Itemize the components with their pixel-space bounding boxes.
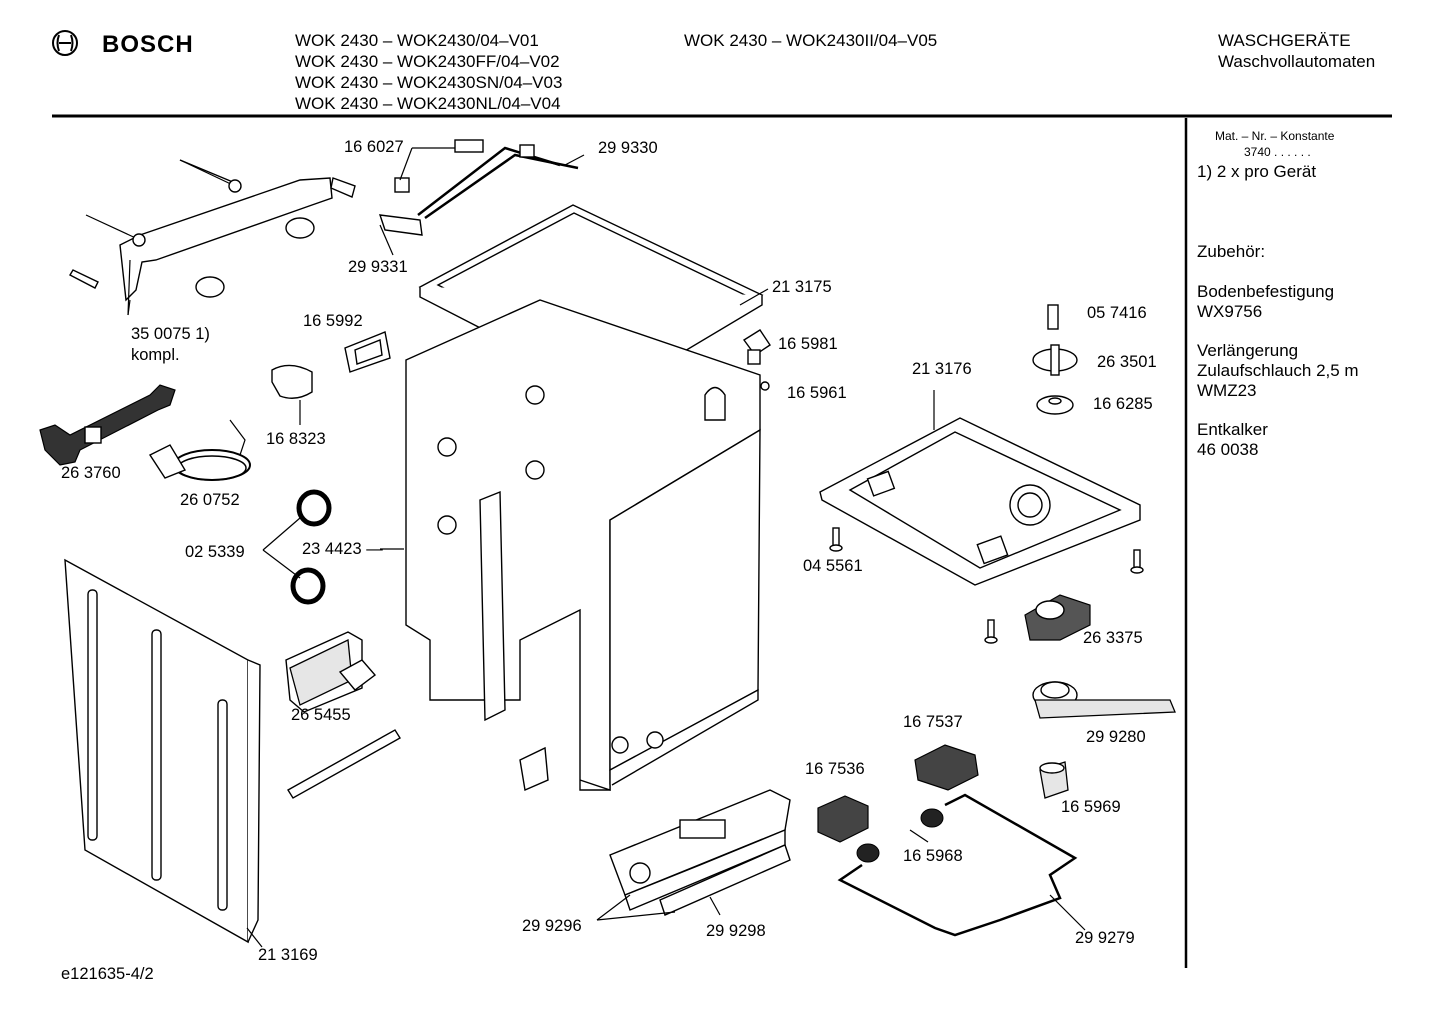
- part-label: 16 6285: [1093, 395, 1153, 413]
- model-list: WOK 2430 – WOK2430/04–V01 WOK 2430 – WOK…: [295, 30, 562, 114]
- bosch-logo-icon: [52, 30, 78, 56]
- part-label: 26 3760: [61, 464, 121, 482]
- brand-name: BOSCH: [102, 31, 194, 58]
- leader-lines: [127, 147, 1086, 948]
- hinge-parts: [378, 139, 579, 236]
- accessory-code: WX9756: [1197, 302, 1263, 321]
- accessory-code: WMZ23: [1197, 381, 1257, 400]
- wire-loop-part: [837, 793, 1078, 937]
- accessory-name-line2: Zulaufschlauch 2,5 m: [1197, 361, 1359, 380]
- part-label: 29 9280: [1086, 728, 1146, 746]
- relay-parts: [817, 744, 979, 843]
- model-line: WOK 2430 – WOK2430FF/04–V02: [295, 52, 560, 71]
- part-label: 16 8323: [266, 430, 326, 448]
- part-label: 29 9298: [706, 922, 766, 940]
- model-line: WOK 2430 – WOK2430SN/04–V03: [295, 73, 563, 92]
- accessory-item: Verlängerung Zulaufschlauch 2,5 m WMZ23: [1197, 341, 1359, 401]
- part-label: 26 0752: [180, 491, 240, 509]
- pump-housing-part: [285, 631, 377, 713]
- part-label: 04 5561: [803, 557, 863, 575]
- drain-housing-part: [1024, 594, 1091, 641]
- part-label: 16 5992: [303, 312, 363, 330]
- part-label: 16 5981: [778, 335, 838, 353]
- accessory-name: Bodenbefestigung: [1197, 282, 1335, 301]
- hinge-cover-part: [742, 329, 771, 391]
- part-label: 26 3501: [1097, 353, 1157, 371]
- part-label: kompl.: [131, 346, 180, 364]
- part-label: 26 3375: [1083, 629, 1143, 647]
- model-line-right: WOK 2430 – WOK2430II/04–V05: [684, 31, 938, 50]
- part-label: 16 5969: [1061, 798, 1121, 816]
- part-label: 23 4423 —: [302, 540, 383, 558]
- model-line: WOK 2430 – WOK2430NL/04–V04: [295, 94, 561, 113]
- accessory-item: Entkalker 46 0038: [1197, 420, 1268, 460]
- part-label: 05 7416: [1087, 304, 1147, 322]
- mat-nr-value: 3740 . . . . . .: [1244, 145, 1311, 159]
- part-label: 29 9330: [598, 139, 658, 157]
- accessory-name: Entkalker: [1197, 420, 1268, 439]
- part-label: 16 7536: [805, 760, 865, 778]
- part-label: 16 7537: [903, 713, 963, 731]
- foot-parts: [1032, 304, 1078, 415]
- part-label: 16 5968: [903, 847, 963, 865]
- document-id: e121635-4/2: [61, 965, 154, 983]
- part-label: 35 0075 1): [131, 325, 210, 343]
- accessory-name-line1: Verlängerung: [1197, 341, 1299, 360]
- part-label: 21 3175: [772, 278, 832, 296]
- part-label: 02 5339: [185, 543, 245, 561]
- part-label: 29 9296: [522, 917, 582, 935]
- part-label: 26 5455: [291, 706, 351, 724]
- strip-parts: [287, 729, 549, 799]
- screw-parts: [829, 527, 1144, 644]
- part-label: 29 9331: [348, 258, 408, 276]
- part-label: 21 3169: [258, 946, 318, 964]
- mat-nr-label: Mat. – Nr. – Konstante: [1215, 129, 1335, 143]
- accessory-item: Bodenbefestigung WX9756: [1197, 282, 1334, 322]
- pump-part: [1039, 761, 1069, 799]
- mounting-bracket-part: [69, 159, 356, 316]
- power-cable-part: [148, 419, 251, 481]
- model-line: WOK 2430 – WOK2430/04–V01: [295, 31, 539, 50]
- accessory-code: 46 0038: [1197, 440, 1259, 459]
- drain-hose-part: [1032, 681, 1176, 719]
- top-lid-part: [418, 204, 764, 396]
- part-label: 16 6027: [344, 138, 404, 156]
- base-frame-part: [819, 417, 1141, 586]
- part-label: 21 3176: [912, 360, 972, 378]
- part-label: 29 9279: [1075, 929, 1135, 947]
- back-panel-part: [64, 558, 261, 944]
- cabinet-frame-part: [405, 299, 761, 791]
- accessories-title: Zubehör:: [1197, 242, 1266, 261]
- footnote: 1) 2 x pro Gerät: [1197, 162, 1317, 181]
- spanner-tool-part: [39, 384, 176, 466]
- clamp-part: [271, 364, 313, 399]
- door-seal-parts: [290, 489, 332, 605]
- category-title: WASCHGERÄTE: [1218, 31, 1351, 50]
- control-panel-part: [609, 789, 791, 916]
- dispenser-frame-part: [344, 331, 391, 373]
- part-label: 16 5961: [787, 384, 847, 402]
- category-subtitle: Waschvollautomaten: [1218, 52, 1376, 71]
